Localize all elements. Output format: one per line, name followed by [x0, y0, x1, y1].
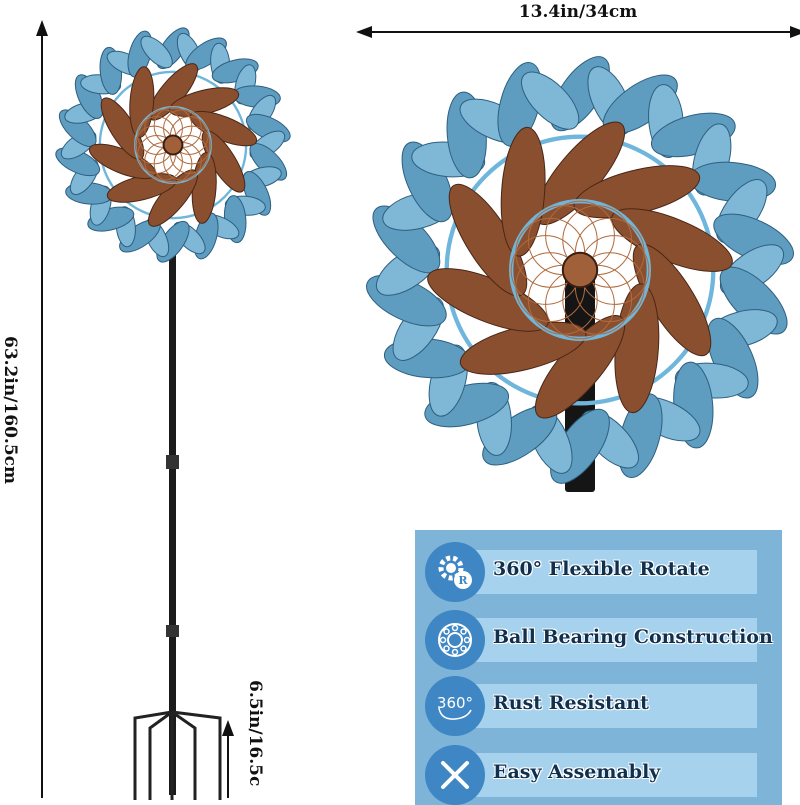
ball-bearing-icon	[425, 610, 485, 670]
feature-row: Easy Assemably	[415, 745, 782, 805]
feature-label: Ball Bearing Construction	[493, 626, 773, 648]
width-label: 13.4in/34cm	[518, 2, 638, 22]
wind-spinner-large	[366, 56, 794, 484]
svg-text:360°: 360°	[437, 694, 473, 712]
pole	[169, 250, 176, 795]
ground-stake	[133, 710, 222, 800]
stake-height-label: 6.5in/16.5c	[245, 680, 265, 787]
svg-text:R: R	[458, 574, 468, 587]
feature-label: 360° Flexible Rotate	[493, 558, 710, 580]
feature-label: Easy Assemably	[493, 761, 661, 783]
feature-row: R 360° Flexible Rotate	[415, 542, 782, 602]
rotate-360-icon: 360°	[425, 676, 485, 736]
feature-label: Rust Resistant	[493, 692, 649, 714]
gear-rotate-icon: R	[425, 542, 485, 602]
feature-row: 360° Rust Resistant	[415, 676, 782, 736]
tools-icon	[425, 745, 485, 805]
wind-spinner-small	[55, 27, 291, 263]
features-panel: R 360° Flexible Rotate Ball Bearing Cons…	[415, 530, 782, 805]
feature-row: Ball Bearing Construction	[415, 610, 782, 670]
height-label: 63.2in/160.5cm	[0, 335, 20, 484]
